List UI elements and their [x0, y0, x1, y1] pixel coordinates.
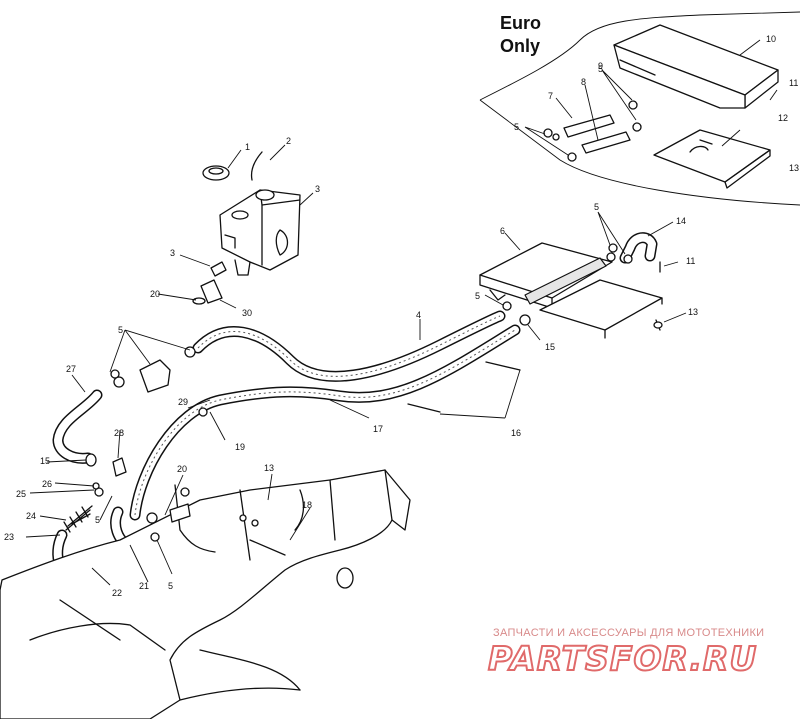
watermark-tagline: ЗАПЧАСТИ И АКСЕССУАРЫ ДЛЯ МОТОТЕХНИКИ: [493, 627, 764, 639]
callout-13-b: 13: [688, 307, 698, 317]
callout-5-e: 5: [594, 202, 599, 212]
callout-19: 19: [235, 442, 245, 452]
callout-30: 30: [242, 308, 252, 318]
callout-11-b: 11: [686, 256, 695, 266]
callout-11-a: 11: [789, 78, 798, 88]
callout-20-b: 20: [177, 464, 187, 474]
callout-5-a: 5: [118, 325, 123, 335]
callout-10: 10: [766, 34, 776, 44]
callout-15-b: 15: [545, 342, 555, 352]
watermark-logo: PARTSFOR.RU: [488, 639, 757, 678]
vent-hose: [250, 151, 263, 181]
callout-3-fitting: 3: [170, 248, 175, 258]
callout-20-a: 20: [150, 289, 160, 299]
callout-numbers: 1 2 3 3 4 5 5 5 5 5 5 5 6 7 8 9 10 11 11…: [4, 34, 799, 598]
callout-14: 14: [676, 216, 686, 226]
watermark: ЗАПЧАСТИ И АКСЕССУАРЫ ДЛЯ МОТОТЕХНИКИ PA…: [487, 627, 764, 679]
callout-5-c: 5: [168, 581, 173, 591]
callout-5-b: 5: [95, 515, 100, 525]
callout-28: 28: [114, 428, 124, 438]
callout-1: 1: [245, 142, 250, 152]
callout-16: 16: [511, 428, 521, 438]
callout-27: 27: [66, 364, 76, 374]
callout-3: 3: [315, 184, 320, 194]
euro-tubes: [543, 100, 642, 162]
oil-hose-4: [192, 310, 506, 382]
callout-23: 23: [4, 532, 14, 542]
callout-9: 9: [598, 61, 603, 71]
callout-17: 17: [373, 424, 383, 434]
euro-label-line1: Euro: [500, 13, 541, 33]
cable-ties: [407, 361, 521, 419]
callout-5-g: 5: [598, 64, 603, 74]
callout-13-a: 13: [789, 163, 799, 173]
belly-pan: [0, 469, 411, 719]
callout-15-a: 15: [40, 456, 50, 466]
left-hose-27: [52, 389, 103, 467]
pump-hoses: [110, 457, 134, 551]
callout-7: 7: [548, 91, 553, 101]
callout-6: 6: [500, 226, 505, 236]
callout-29: 29: [178, 397, 188, 407]
oil-tank: [219, 189, 301, 276]
callout-leaders: [25, 39, 778, 586]
callout-21: 21: [139, 581, 149, 591]
callout-24: 24: [26, 511, 36, 521]
callout-5-d: 5: [475, 291, 480, 301]
tank-outlet: [192, 261, 227, 305]
callout-4: 4: [416, 310, 421, 320]
callout-13-c: 13: [264, 463, 274, 473]
heat-exchanger: [479, 242, 663, 339]
callout-2: 2: [286, 136, 291, 146]
callout-22: 22: [112, 588, 122, 598]
callout-12: 12: [778, 113, 788, 123]
euro-label-line2: Only: [500, 36, 540, 56]
cover-plate: [613, 24, 779, 109]
callout-25: 25: [16, 489, 26, 499]
exchanger-fasteners: [502, 261, 663, 331]
callout-8: 8: [581, 77, 586, 87]
oil-hose-17: [129, 324, 521, 521]
hose-bracket: [139, 359, 171, 393]
elbow-fitting: [606, 232, 658, 264]
callout-26: 26: [42, 479, 52, 489]
lower-plate: [653, 129, 771, 189]
tank-cap: [202, 165, 230, 181]
euro-only-region: Euro Only: [479, 11, 800, 206]
callout-5-f: 5: [514, 122, 519, 132]
callout-18: 18: [302, 500, 312, 510]
